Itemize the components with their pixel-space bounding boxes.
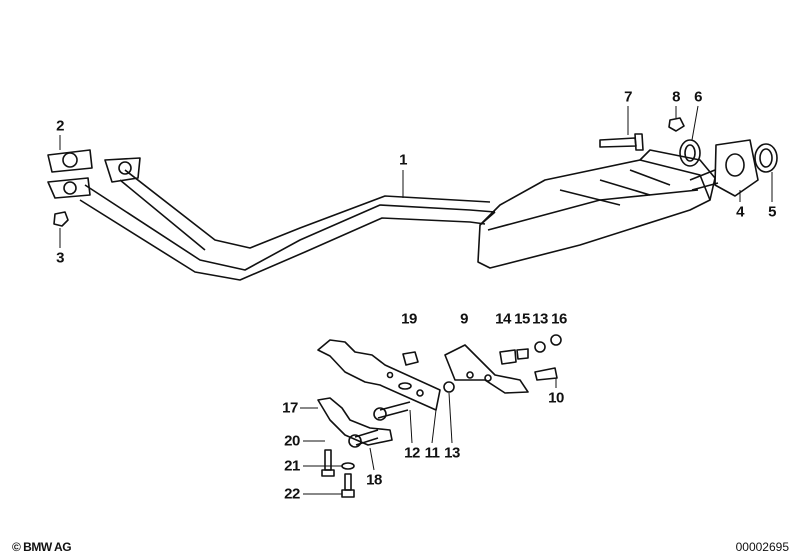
callout-22[interactable]: 22 — [284, 485, 300, 503]
callout-6[interactable]: 6 — [694, 88, 702, 106]
callout-19[interactable]: 19 — [401, 310, 417, 328]
diagram-number: 00002695 — [735, 540, 789, 554]
leader-lines — [59, 105, 773, 495]
mounting-brackets — [317, 334, 562, 498]
callout-4[interactable]: 4 — [736, 203, 744, 221]
callout-11[interactable]: 11 — [424, 444, 440, 462]
callout-10[interactable]: 10 — [548, 389, 564, 407]
callout-14[interactable]: 14 — [495, 310, 511, 328]
callout-2[interactable]: 2 — [56, 117, 64, 135]
callout-9[interactable]: 9 — [460, 310, 468, 328]
callout-7[interactable]: 7 — [624, 88, 632, 106]
callout-8[interactable]: 8 — [672, 88, 680, 106]
callout-13-lower[interactable]: 13 — [444, 444, 460, 462]
flange-gasket — [47, 149, 93, 173]
copyright-text: © BMW AG — [12, 540, 72, 554]
callout-16[interactable]: 16 — [551, 310, 567, 328]
callout-3[interactable]: 3 — [56, 249, 64, 267]
nut — [53, 211, 69, 227]
callout-17[interactable]: 17 — [282, 399, 298, 417]
front-pipe — [47, 157, 496, 281]
callout-13-upper[interactable]: 13 — [532, 310, 548, 328]
callout-1[interactable]: 1 — [399, 151, 407, 169]
callout-20[interactable]: 20 — [284, 432, 300, 450]
outlet-parts — [599, 117, 778, 197]
callout-5[interactable]: 5 — [768, 203, 776, 221]
callout-18[interactable]: 18 — [366, 471, 382, 489]
callout-21[interactable]: 21 — [284, 457, 300, 475]
catalytic-converter — [477, 149, 719, 269]
callout-12[interactable]: 12 — [404, 444, 420, 462]
callout-15[interactable]: 15 — [514, 310, 530, 328]
